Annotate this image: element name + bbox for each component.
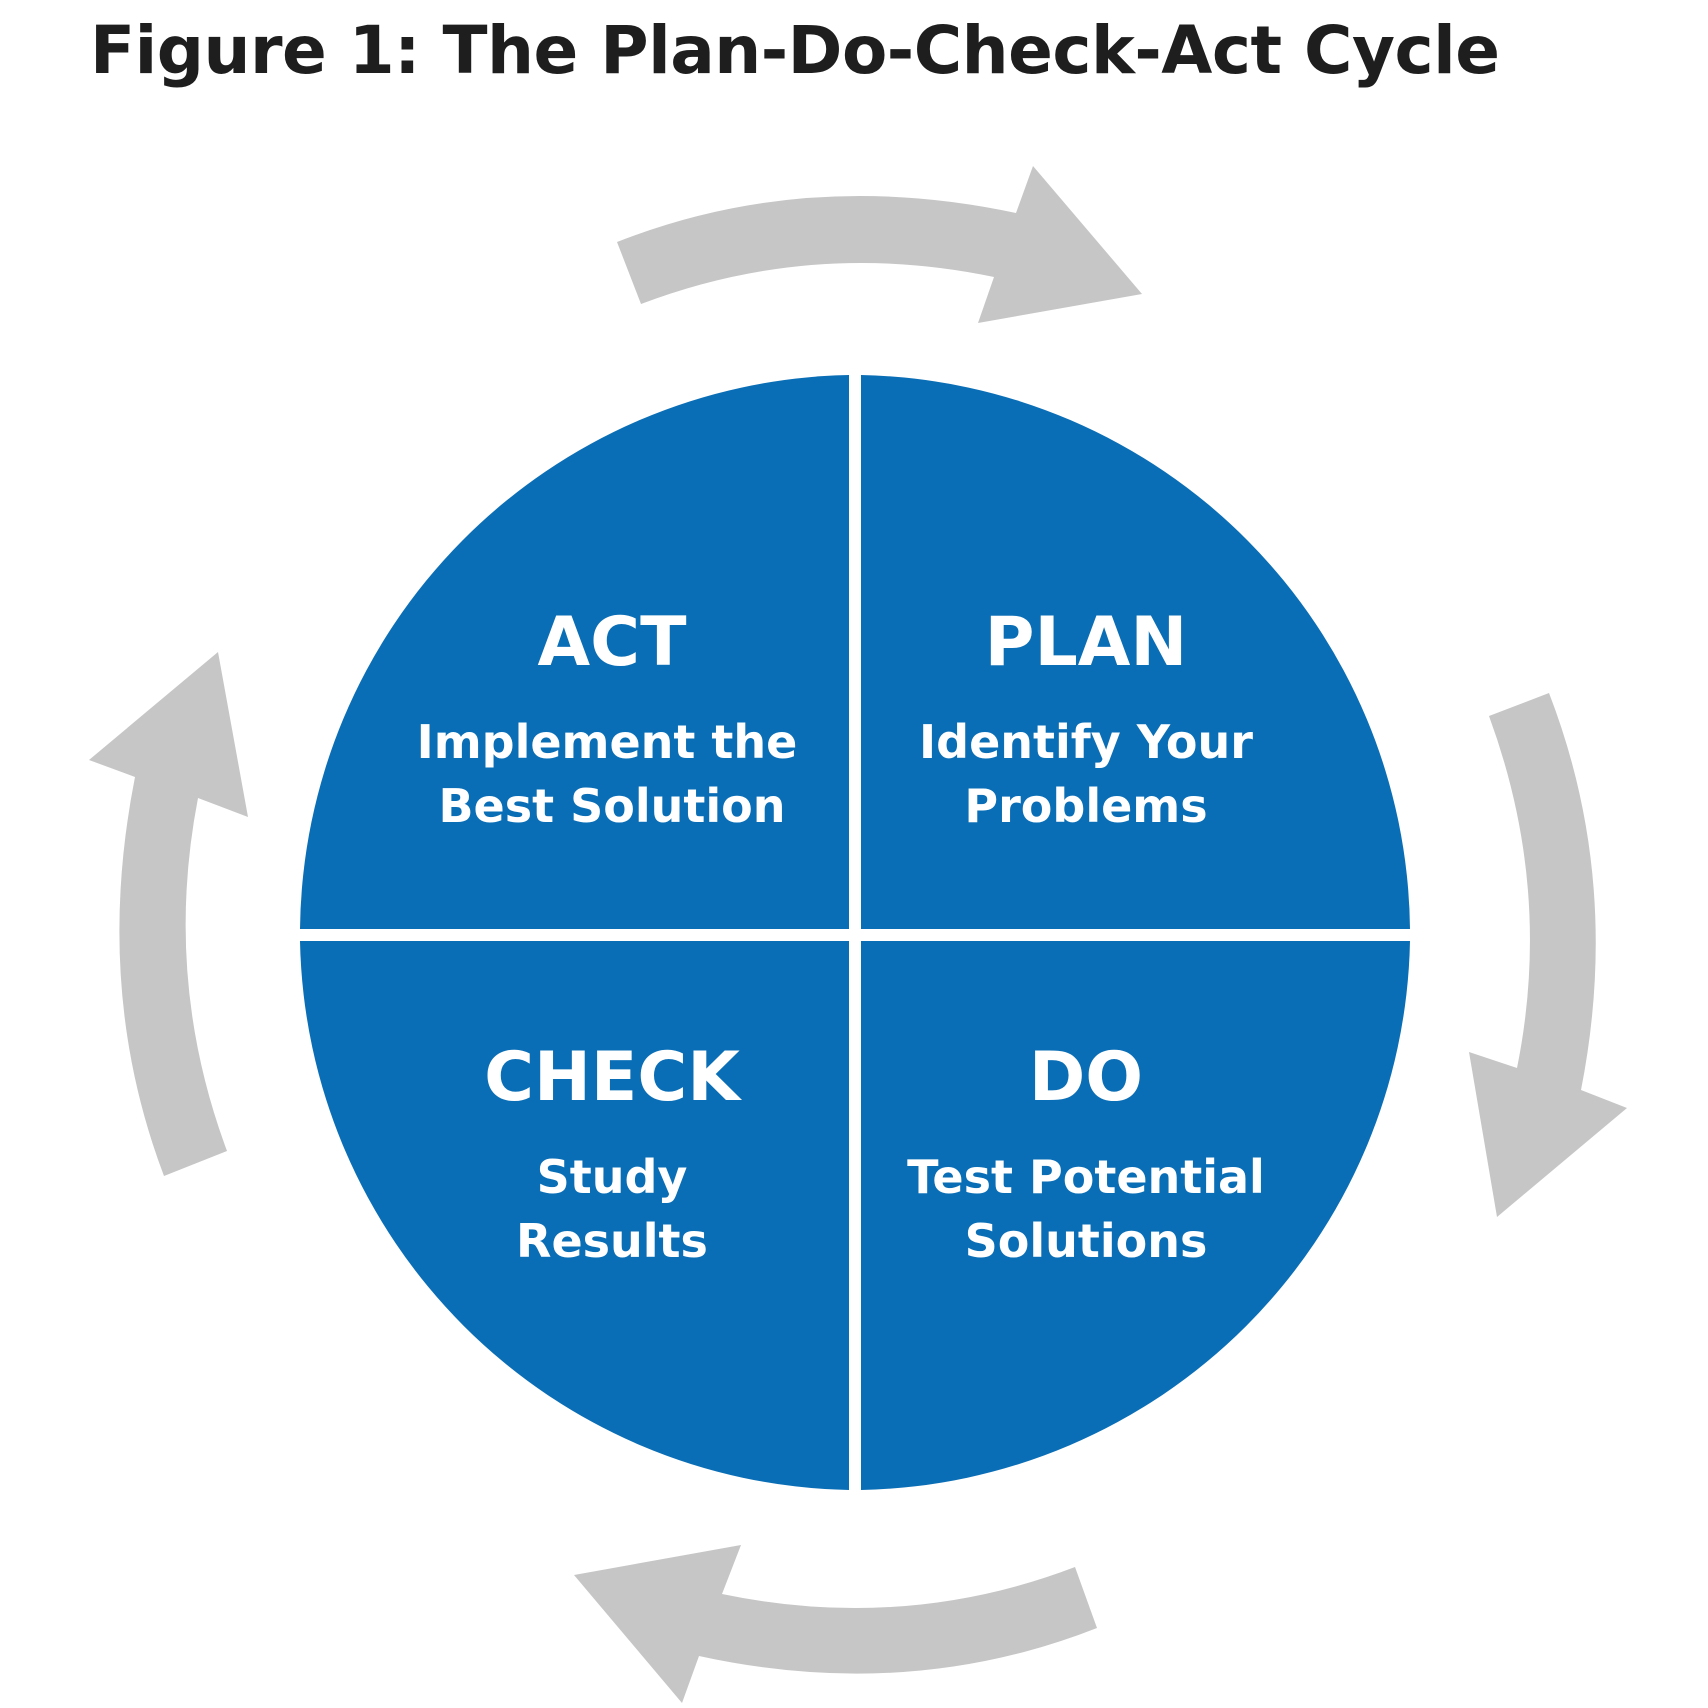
arrow-top-icon	[617, 166, 1142, 323]
check-heading: CHECK	[484, 1038, 742, 1117]
plan-line1: Identify Your	[919, 715, 1253, 769]
plan-heading: PLAN	[985, 603, 1188, 682]
quadrant-act-shape	[300, 375, 849, 929]
figure-title: Figure 1: The Plan-Do-Check-Act Cycle	[90, 12, 1500, 89]
check-line1: Study	[537, 1150, 688, 1204]
arrow-bottom-icon	[574, 1545, 1097, 1703]
quadrant-check-shape	[300, 941, 849, 1490]
do-heading: DO	[1029, 1038, 1143, 1117]
arrow-left-icon	[89, 652, 248, 1176]
act-line1: Implement the	[417, 715, 798, 769]
quadrant-do-shape	[861, 941, 1410, 1490]
do-line2: Solutions	[965, 1214, 1208, 1268]
quadrant-plan-shape	[861, 375, 1410, 929]
check-line2: Results	[516, 1214, 708, 1268]
plan-line2: Problems	[964, 779, 1207, 833]
act-heading: ACT	[538, 603, 688, 682]
act-line2: Best Solution	[439, 779, 786, 833]
do-line1: Test Potential	[907, 1150, 1265, 1204]
arrow-right-icon	[1469, 693, 1627, 1217]
